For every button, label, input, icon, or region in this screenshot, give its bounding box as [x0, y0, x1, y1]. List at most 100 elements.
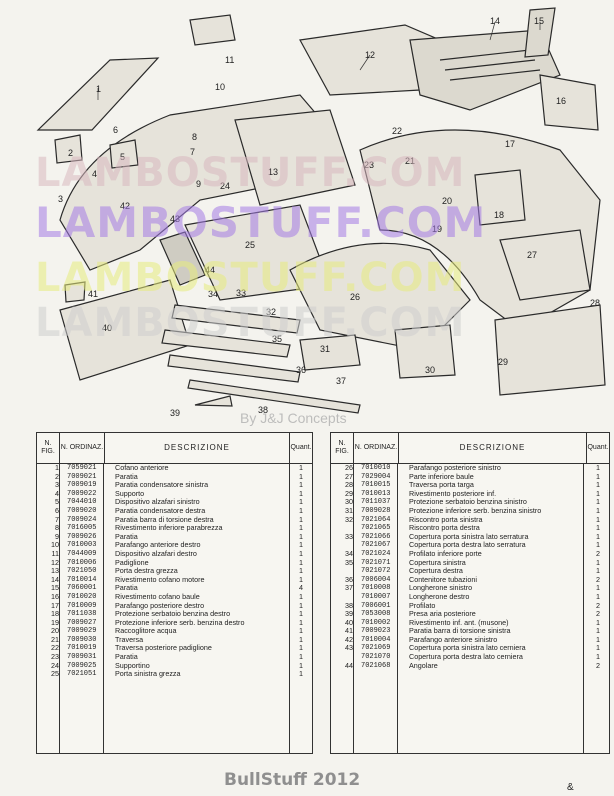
part-description: Paratia: [115, 472, 138, 481]
part-number: 38: [345, 601, 353, 610]
part-quantity: 1: [299, 644, 303, 653]
part-engine-cover: [409, 29, 561, 111]
callout-43: 43: [170, 214, 180, 224]
order-number: 7009019: [67, 481, 97, 490]
callout-22: 22: [392, 126, 402, 136]
part-description: Copertura sinistra: [409, 558, 466, 567]
callout-2: 2: [68, 148, 73, 158]
callout-36: 36: [296, 365, 306, 375]
order-number: 7044009: [67, 549, 97, 558]
callout-29: 29: [498, 357, 508, 367]
part-quantity: 1: [299, 635, 303, 644]
header-desc: DESCRIZIONE: [399, 433, 587, 463]
part-description: Protezione serbatoio benzina sinistro: [409, 498, 527, 507]
order-number: 7021072: [361, 567, 391, 576]
callout-41: 41: [88, 289, 98, 299]
part-number: 23: [51, 653, 59, 662]
order-number: 7009020: [67, 506, 97, 515]
order-number: 7009031: [67, 653, 97, 662]
part-air-intake: [194, 395, 233, 407]
part-number: 39: [345, 610, 353, 619]
part-sill-34: [171, 304, 301, 334]
part-number: 18: [51, 610, 59, 619]
header-qty: Quant.: [290, 444, 312, 451]
part-description: Paratia: [115, 584, 138, 593]
part-description: Traversa: [115, 635, 144, 644]
part-number: 44: [345, 661, 353, 670]
order-number: 7010006: [67, 558, 97, 567]
order-number: 7053008: [361, 610, 391, 619]
part-description: Rivestimento cofano motore: [115, 575, 205, 584]
part-description: Porta destra grezza: [115, 567, 178, 576]
part-description: Copertura porta sinistra lato serratura: [409, 532, 529, 541]
callout-37: 37: [336, 376, 346, 386]
header-desc: DESCRIZIONE: [105, 433, 290, 463]
part-description: Protezione inferiore serb. benzina destr…: [115, 618, 245, 627]
part-quantity: 2: [596, 575, 600, 584]
part-quantity: 1: [299, 498, 303, 507]
table-header: N. FIG. N. ORDINAZ. DESCRIZIONE Quant.: [37, 433, 312, 464]
part-quantity: 1: [596, 506, 600, 515]
part-quantity: 1: [596, 524, 600, 533]
body-exploded-diagram: 1 2 3 4 5 6 7 8 9 10 11 12 13 14 15 16 1…: [36, 7, 606, 418]
order-number: 7021051: [67, 670, 97, 679]
part-quantity: 1: [596, 653, 600, 662]
part-number: 43: [345, 644, 353, 653]
part-description: Porta sinistra grezza: [115, 670, 181, 679]
part-number: 29: [345, 489, 353, 498]
part-quantity: 1: [299, 653, 303, 662]
part-description: Contenitore tubazioni: [409, 575, 477, 584]
part-quantity: 4: [299, 584, 303, 593]
part-number: 34: [345, 549, 353, 558]
order-number: 7010019: [67, 644, 97, 653]
callout-17: 17: [505, 139, 515, 149]
part-description: Copertura porta destra lato cerniera: [409, 653, 523, 662]
order-number: 7009029: [67, 627, 97, 636]
order-number: 7010008: [361, 584, 391, 593]
header-n-ord: N. ORDINAZ.: [354, 433, 399, 463]
part-right-door: [234, 109, 356, 206]
order-number: 7010013: [361, 489, 391, 498]
part-number: 27: [345, 472, 353, 481]
callout-44: 44: [205, 265, 215, 275]
order-number: 7021024: [361, 549, 391, 558]
part-description: Dispositivo alzafari destro: [115, 549, 197, 558]
header-n-ord: N. ORDINAZ.: [60, 433, 105, 463]
callout-6: 6: [113, 125, 118, 135]
part-rear-fender-left: [289, 242, 471, 351]
part-number: 36: [345, 575, 353, 584]
part-quantity: 1: [299, 627, 303, 636]
part-number: 13: [51, 567, 59, 576]
part-number: 24: [51, 661, 59, 670]
part-number: 11: [51, 549, 59, 558]
part-quantity: 1: [596, 635, 600, 644]
callout-26: 26: [350, 292, 360, 302]
callout-23: 23: [364, 160, 374, 170]
part-description: Supportino: [115, 661, 150, 670]
part-quantity: 1: [596, 481, 600, 490]
part-grille: [159, 231, 206, 286]
order-number: 7009021: [67, 472, 97, 481]
part-quantity: 1: [299, 532, 303, 541]
part-description: Angolare: [409, 661, 438, 670]
callout-13: 13: [268, 167, 278, 177]
part-number: 26: [345, 464, 353, 472]
part-description: Protezione serbatoio benzina destro: [115, 610, 231, 619]
